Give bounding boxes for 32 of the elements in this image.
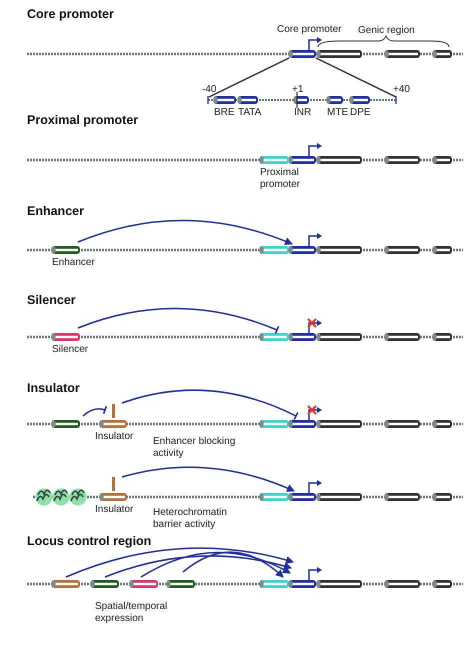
section-heading: Locus control region — [27, 535, 152, 547]
arrow — [66, 547, 294, 578]
element-label: Proximal promoter — [260, 167, 302, 191]
arrow — [122, 466, 295, 492]
element-label: Silencer — [52, 344, 88, 356]
element-label: BRE — [214, 107, 235, 119]
annotation-text: Genic region — [358, 25, 415, 37]
element-label: TATA — [238, 107, 262, 119]
annotation-text: -40 — [202, 84, 216, 96]
section-heading: Insulator — [27, 382, 80, 394]
annotation-text: Enhancer blocking activity — [153, 436, 236, 460]
section-heading: Silencer — [27, 294, 76, 306]
element-label: INR — [294, 107, 312, 119]
element-label: Core promoter — [277, 24, 342, 36]
element-label: Insulator — [95, 504, 134, 516]
annotation-text: +40 — [393, 84, 410, 96]
arrow — [104, 555, 292, 578]
section-heading: Core promoter — [27, 8, 114, 20]
zoom-line — [208, 57, 290, 98]
element-label: MTE — [327, 107, 348, 119]
arrow — [78, 220, 293, 246]
element-label: Enhancer — [52, 257, 95, 269]
annotation-text: Heterochromatin barrier activity — [153, 507, 228, 531]
arrow — [140, 552, 291, 578]
zoom-line — [316, 57, 396, 98]
section-heading: Enhancer — [27, 205, 84, 217]
element-label: Insulator — [95, 431, 134, 443]
annotation-text: +1 — [292, 84, 304, 96]
element-label: DPE — [350, 107, 371, 119]
section-heading: Proximal promoter — [27, 114, 138, 126]
annotation-text: Spatial/temporal expression — [95, 601, 168, 625]
arrow — [182, 552, 284, 578]
